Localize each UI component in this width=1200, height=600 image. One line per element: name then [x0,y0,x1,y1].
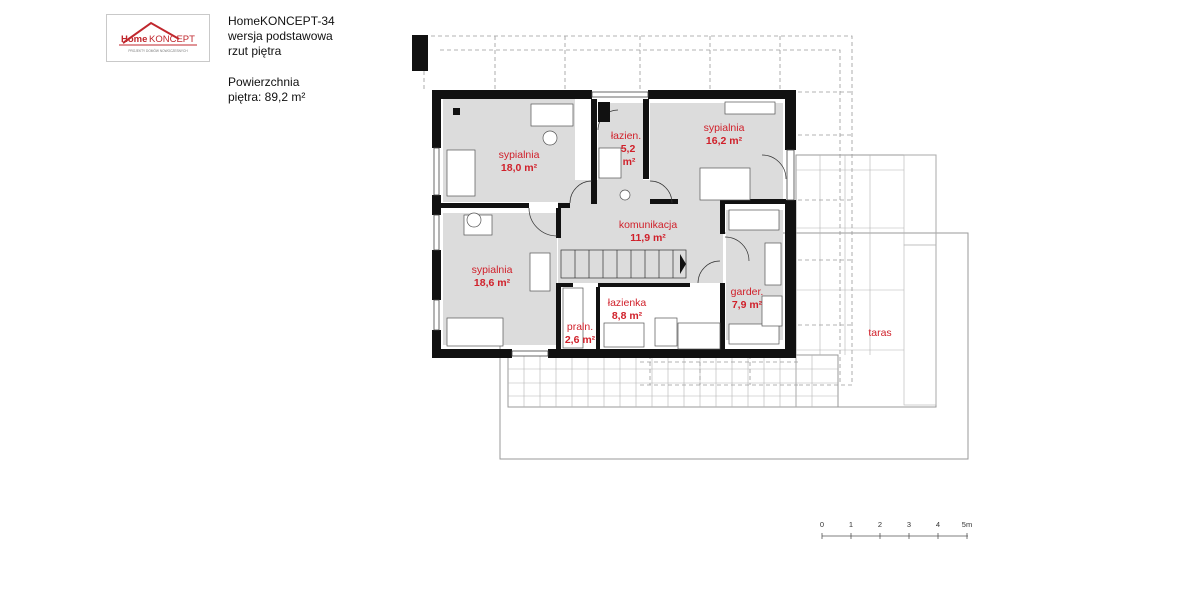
logo-tagline: PROJEKTY DOMÓW NOWOCZESNYCH [128,48,188,53]
terrace-paving [508,154,937,407]
wardrobe-shelf-side [764,242,782,286]
windows [433,91,795,357]
walls [412,35,796,358]
project-name: HomeKONCEPT-34 [228,14,335,28]
chair-bedroom1 [542,130,558,146]
room-area-laundry: 2,6 m² [565,334,596,346]
floor-area-block: Powierzchnia piętra: 89,2 m² [228,75,305,105]
room-name-bedroom1: sypialnia [499,149,540,161]
wardrobe-rail [761,295,783,327]
bed-bedroom1 [446,149,476,197]
room-area-bedroom2: 16,2 m² [706,135,743,147]
shower-bath1 [598,147,622,179]
room-name-bedroom3: sypialnia [472,264,513,276]
scale-tick-4: 4 [936,520,940,529]
wardrobe-shelf-top [728,209,780,231]
scale-tick-0: 0 [820,520,824,529]
chair-bedroom3 [466,212,482,228]
plan-view: rzut piętra [228,44,282,58]
room-name-hallway: komunikacja [619,219,678,231]
scale-tick-2: 2 [878,520,882,529]
room-name-laundry: praln. [567,321,593,333]
area-value: piętra: 89,2 m² [228,90,306,104]
room-area-bedroom3: 18,6 m² [474,277,511,289]
bed-bedroom2 [699,167,751,201]
room-area-bathroom1-unit: m² [623,156,636,168]
bathtub-bath2 [677,322,721,350]
staircase [560,249,687,279]
room-name-bathroom1: łazien. [611,130,641,142]
room-labels: sypialnia 18,0 m² łazien. 5,2 m² sypialn… [472,122,892,346]
area-label: Powierzchnia [228,75,300,89]
project-version: wersja podstawowa [228,29,333,43]
sofa-bedroom3 [529,252,551,292]
room-area-bathroom1: 5,2 [621,143,636,155]
sink-bath2 [603,322,645,348]
shower-bath2 [654,317,678,347]
logo-home-text: Home [121,34,147,45]
room-name-bedroom2: sypialnia [704,122,745,134]
scale-tick-1: 1 [849,520,853,529]
scale-bar: 0 1 2 3 4 5m [820,520,972,539]
desk-bedroom1 [530,103,574,127]
room-name-bathroom2: łazienka [608,297,647,309]
title-block: HomeKONCEPT-34 wersja podstawowa rzut pi… [228,14,335,59]
room-area-wardrobe: 7,9 m² [732,299,763,311]
furniture [446,101,783,350]
room-name-terrace: taras [868,327,891,339]
logo-koncept-text: KONCEPT [149,34,195,45]
room-area-hallway: 11,9 m² [630,232,666,244]
room-area-bathroom2: 8,8 m² [612,310,643,322]
scale-tick-3: 3 [907,520,911,529]
bed-bedroom3 [446,317,504,347]
wc-bath1 [619,189,631,201]
wardrobe-bedroom2 [724,101,776,115]
room-area-bedroom1: 18,0 m² [501,162,538,174]
washer-laundry [562,287,584,349]
wardrobe-shelf-bottom [728,323,780,345]
homekoncept-logo: Home KONCEPT PROJEKTY DOMÓW NOWOCZESNYCH [106,14,210,62]
room-name-wardrobe: garder. [731,286,764,298]
scale-tick-5m: 5m [962,520,972,529]
